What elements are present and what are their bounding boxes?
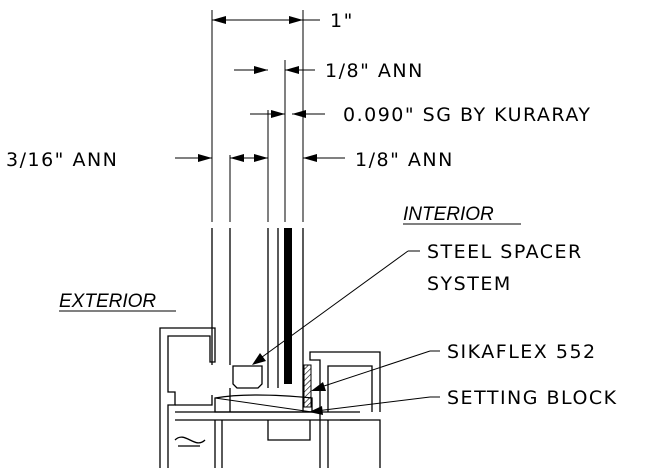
callout-spacer-line1: STEEL SPACER: [427, 241, 583, 263]
dim-outer-lite-label: 1/8" ANN: [325, 60, 424, 82]
exterior-label: EXTERIOR: [59, 291, 156, 312]
frame-extrusion: [159, 327, 381, 468]
dim-interlayer-label: 0.090" SG BY KURARAY: [343, 104, 591, 126]
extension-lines: [211, 10, 304, 222]
dim-inner-lite-label: 1/8" ANN: [355, 149, 454, 171]
dim-exterior-lite-label: 3/16" ANN: [6, 149, 118, 171]
sikaflex-sealant: [303, 364, 312, 408]
glass-lites: [211, 228, 304, 388]
dim-overall-label: 1": [330, 10, 354, 32]
setting-block: [214, 394, 313, 413]
sg-interlayer: [284, 228, 292, 384]
interior-label: INTERIOR: [403, 204, 494, 225]
callout-sealant: SIKAFLEX 552: [311, 341, 597, 391]
callout-spacer: STEEL SPACER SYSTEM: [252, 241, 583, 365]
dim-overall: 1": [212, 10, 354, 32]
steel-spacer: [232, 365, 263, 389]
callout-setting-block: SETTING BLOCK: [309, 387, 618, 415]
dim-interlayer: 0.090" SG BY KURARAY: [250, 104, 591, 126]
dim-outer-lite: 1/8" ANN: [234, 60, 424, 82]
callout-setting-block-label: SETTING BLOCK: [447, 387, 618, 409]
dim-lower: 3/16" ANN 1/8" ANN: [6, 149, 454, 171]
callout-spacer-line2: SYSTEM: [427, 273, 512, 295]
callout-sealant-label: SIKAFLEX 552: [447, 341, 597, 363]
